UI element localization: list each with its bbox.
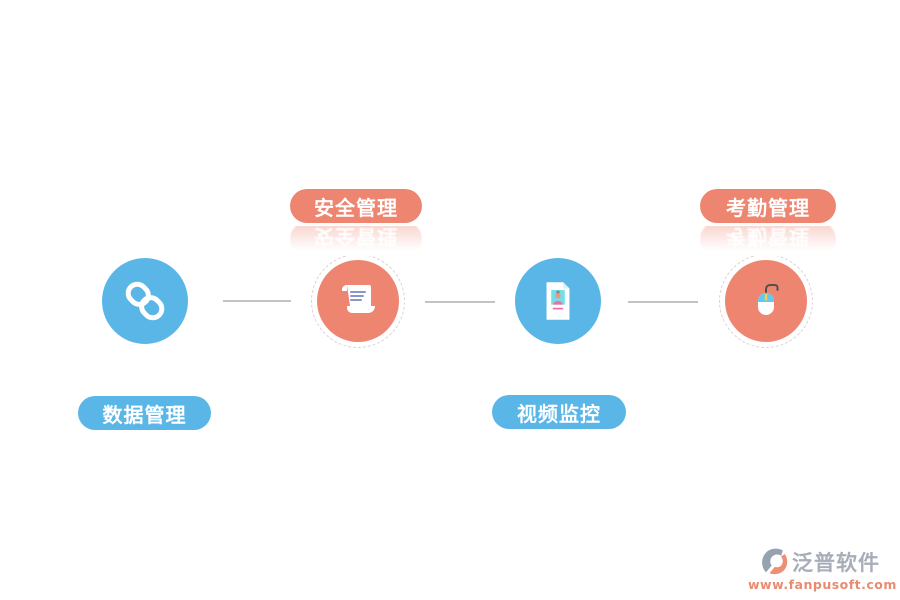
- label-group-safety-management: 安全管理 安全管理: [290, 189, 422, 256]
- id-photo-document-icon: [546, 282, 570, 320]
- mouse-icon: [758, 284, 779, 315]
- brand-watermark: 泛普软件 www.fanpusoft.com: [748, 546, 897, 592]
- pill-reflection: 考勤管理: [700, 226, 836, 256]
- node-circle-video-surveillance: [515, 258, 601, 344]
- label-pill-safety-management: 安全管理: [290, 189, 422, 223]
- brand-name: 泛普软件: [792, 551, 880, 575]
- brand-website: www.fanpusoft.com: [748, 577, 897, 592]
- connector-line-1: [223, 300, 291, 302]
- pill-label: 安全管理: [314, 195, 398, 220]
- connector-line-3: [628, 301, 698, 303]
- pill-label: 考勤管理: [726, 195, 810, 220]
- scroll-icon: [342, 285, 375, 313]
- label-group-data-management: 数据管理: [78, 396, 211, 430]
- chain-link-icon: [125, 281, 165, 321]
- node-circle-safety-management: [311, 254, 405, 348]
- node-circle-attendance-management: [719, 254, 813, 348]
- pill-reflection: 安全管理: [290, 226, 422, 256]
- label-pill-video-surveillance: 视频监控: [492, 395, 626, 429]
- pill-label: 视频监控: [517, 401, 601, 426]
- connector-line-2: [425, 301, 495, 303]
- node-circle-data-management: [102, 258, 188, 344]
- label-group-attendance-management: 考勤管理 考勤管理: [700, 189, 836, 256]
- label-group-video-surveillance: 视频监控: [492, 395, 626, 429]
- label-pill-attendance-management: 考勤管理: [700, 189, 836, 223]
- pill-label: 数据管理: [102, 402, 187, 427]
- label-pill-data-management: 数据管理: [78, 396, 211, 430]
- fanpu-logo-icon: [762, 548, 788, 575]
